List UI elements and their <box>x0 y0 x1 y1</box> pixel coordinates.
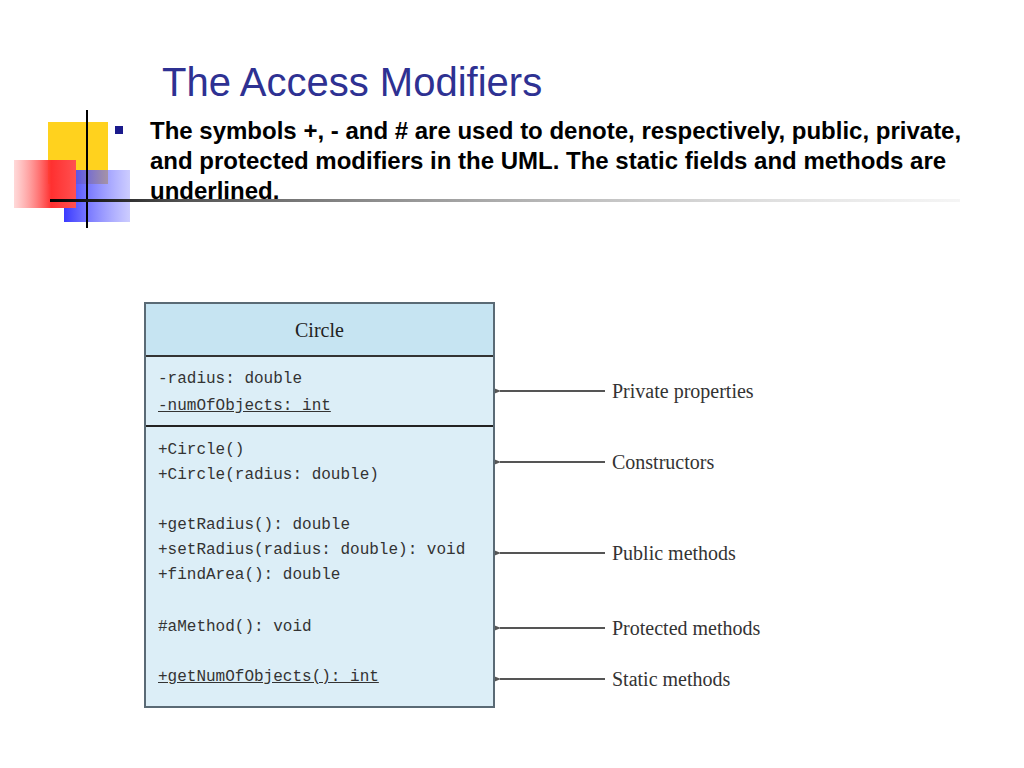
class-name: Circle <box>295 319 344 342</box>
leader-arrow <box>500 678 605 680</box>
callout-label: Public methods <box>612 542 736 565</box>
leader-arrow <box>500 390 605 392</box>
callout-label: Constructors <box>612 451 714 474</box>
leader-arrow <box>500 627 605 629</box>
uml-method: +Circle() <box>158 441 244 459</box>
leader-arrow <box>500 461 605 463</box>
leader-arrow <box>500 552 605 554</box>
method-compartment: +Circle() +Circle(radius: double) +getRadi… <box>146 427 493 708</box>
callout-label: Private properties <box>612 380 754 403</box>
callout-label: Static methods <box>612 668 730 691</box>
bullet-square <box>115 126 123 134</box>
uml-method: +getRadius(): double <box>158 516 350 534</box>
uml-method: +findArea(): double <box>158 566 340 584</box>
uml-attribute: -radius: double <box>158 370 302 388</box>
leader-arrows <box>500 391 605 679</box>
uml-attribute: -numOfObjects: int <box>158 397 331 415</box>
uml-class-box: Circle -radius: double -numOfObjects: int +… <box>144 302 495 708</box>
uml-method: +getNumOfObjects(): int <box>158 668 379 686</box>
uml-method: #aMethod(): void <box>158 618 312 636</box>
vertical-rule <box>86 110 88 228</box>
attribute-compartment: -radius: double -numOfObjects: int <box>146 355 493 427</box>
uml-method: +setRadius(radius: double): void <box>158 541 465 559</box>
slide-title: The Access Modifiers <box>162 60 542 105</box>
uml-method: +Circle(radius: double) <box>158 466 379 484</box>
bullet-text: The symbols +, - and # are used to denot… <box>150 116 970 206</box>
callout-label: Protected methods <box>612 617 760 640</box>
